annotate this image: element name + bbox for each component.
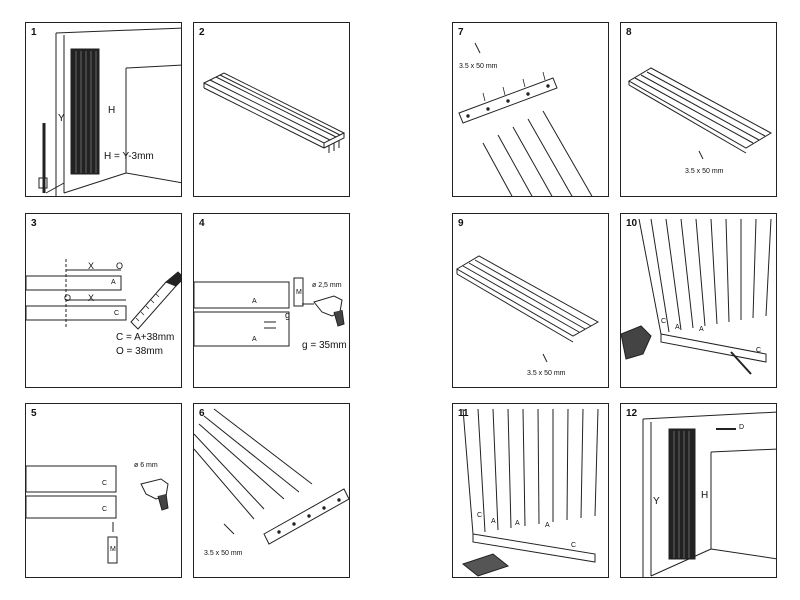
step-12-panel: 12 Y H D: [620, 403, 777, 578]
label-m: M: [296, 289, 302, 296]
label-a1: A: [252, 298, 257, 305]
label-a2: A: [252, 336, 257, 343]
label-a2: A: [515, 520, 520, 527]
step-2-illustration: [202, 72, 346, 153]
label-c2: C: [756, 347, 762, 354]
dimension-y-label: Y: [653, 496, 660, 507]
step-1-illustration: [38, 27, 181, 196]
label-d: D: [739, 424, 745, 431]
step-number: 1: [31, 27, 37, 38]
step-4-panel: 4 A A ø 2,5 mm M g g = 35mm: [193, 213, 350, 388]
label-a: A: [111, 279, 116, 286]
step-number: 10: [626, 218, 638, 229]
step-6-panel: 6 3.5 x 50 mm: [193, 403, 350, 578]
formula-c: C = A+38mm: [116, 332, 175, 343]
step-5-illustration: [26, 465, 169, 564]
dimension-y-label: Y: [58, 113, 65, 124]
step-number: 8: [626, 27, 632, 38]
step-number: 2: [199, 27, 205, 38]
step-8-panel: 8 3.5 x 50 mm: [620, 22, 777, 197]
label-c1: C: [102, 480, 108, 487]
step-number: 5: [31, 408, 37, 419]
step-7-illustration: [458, 42, 593, 196]
step-9-illustration: [456, 255, 600, 363]
label-a1: A: [491, 518, 496, 525]
label-x1: X: [88, 261, 95, 271]
label-c2: C: [571, 542, 577, 549]
step-number: 9: [458, 218, 464, 229]
step-9-panel: 9 3.5 x 50 mm: [452, 213, 609, 388]
dimension-h-label: H: [108, 105, 116, 116]
formula-o: O = 38mm: [116, 346, 163, 357]
step-8-illustration: [628, 67, 773, 160]
step-number: 6: [199, 408, 205, 419]
label-c2: C: [102, 506, 108, 513]
step-12-illustration: [642, 411, 776, 577]
label-m: M: [110, 546, 116, 553]
step-1-panel: 1 Y H H = Y-3mm: [25, 22, 182, 197]
dimension-h-label: H: [701, 490, 709, 501]
step-4-illustration: [194, 277, 345, 347]
screw-size-label: 3.5 x 50 mm: [527, 370, 566, 377]
step-11-illustration: [461, 408, 599, 577]
screw-size-label: 3.5 x 50 mm: [204, 550, 243, 557]
step-3-illustration: [26, 259, 181, 330]
step-number: 3: [31, 218, 37, 229]
formula-g: g = 35mm: [302, 340, 347, 351]
step-2-panel: 2: [193, 22, 350, 197]
drill-size-label: ø 2,5 mm: [312, 282, 342, 289]
drill-size-label: ø 6 mm: [134, 462, 158, 469]
label-x2: X: [88, 293, 95, 303]
step-10-illustration: [621, 218, 772, 375]
step-3-panel: 3 X O A O X C C = A+38mm O = 38mm: [25, 213, 182, 388]
label-a1: A: [675, 324, 680, 331]
step-11-panel: 11 C A A A C: [452, 403, 609, 578]
step-5-panel: 5 ø 6 mm C C M: [25, 403, 182, 578]
label-a2: A: [699, 326, 704, 333]
label-a3: A: [545, 522, 550, 529]
label-o1: O: [116, 261, 124, 271]
screw-size-label: 3.5 x 50 mm: [459, 63, 498, 70]
step-6-illustration: [194, 408, 349, 545]
label-g: g: [285, 310, 291, 320]
label-c: C: [477, 512, 483, 519]
screw-size-label: 3.5 x 50 mm: [685, 168, 724, 175]
step-7-panel: 7 3.5 x 50 mm: [452, 22, 609, 197]
step-10-panel: 10 C A A C: [620, 213, 777, 388]
label-c: C: [114, 310, 120, 317]
formula-label: H = Y-3mm: [104, 151, 154, 162]
label-c: C: [661, 318, 667, 325]
step-number: 12: [626, 408, 638, 419]
step-number: 4: [199, 218, 205, 229]
label-o2: O: [64, 293, 72, 303]
step-number: 7: [458, 27, 464, 38]
